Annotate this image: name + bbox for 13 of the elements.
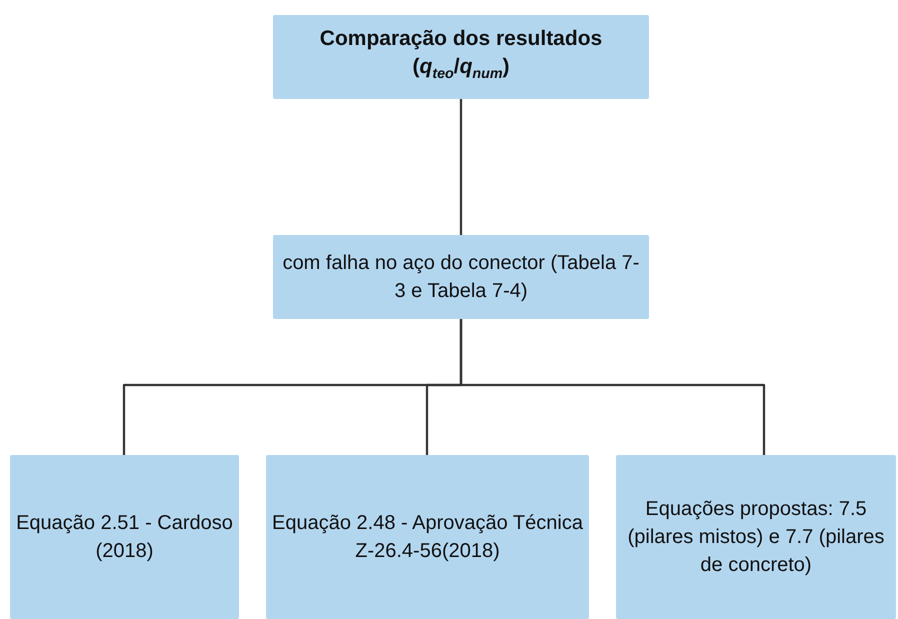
process-box: [266, 455, 589, 619]
connector-line: [460, 319, 766, 455]
box-text: Equação 2.48 - Aprovação Técnica Z-26.4-56(2018): [272, 511, 583, 564]
box-text: Equações propostas: 7.5 (pilares mistos) e 7.7 (pilares de concreto): [626, 497, 886, 578]
process-box: [273, 235, 649, 319]
box-text: Equação 2.51 - Cardoso (2018): [16, 511, 233, 564]
box-text: com falha no aço do conector (Tabela 7-3 e Tabela 7-4): [282, 251, 640, 304]
heading: Comparação dos resultados: [320, 26, 602, 52]
process-box: [616, 455, 896, 619]
formula-text: (q$_{teo}$/q$_{num}$): [412, 54, 510, 85]
process-box: [10, 455, 239, 619]
connector-line: [460, 99, 462, 235]
process-box: [273, 15, 649, 99]
